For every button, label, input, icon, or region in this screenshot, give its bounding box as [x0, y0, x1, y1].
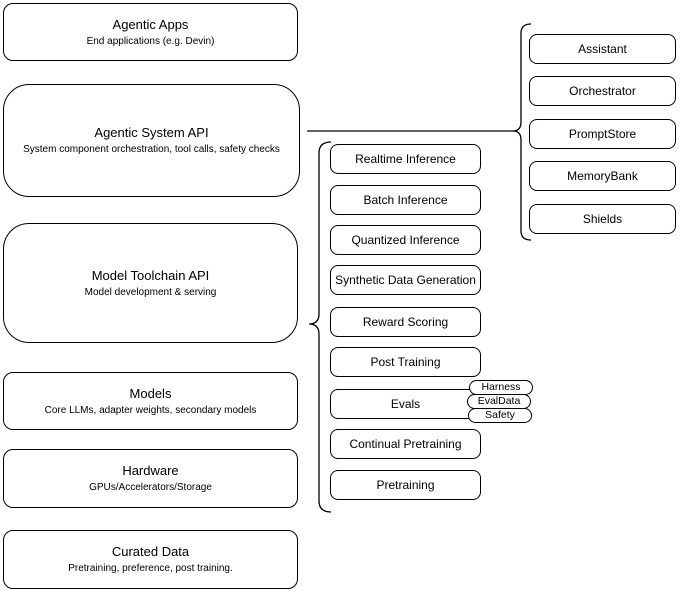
node-models: Models Core LLMs, adapter weights, secon…: [3, 372, 298, 430]
node-label: Evals: [390, 397, 421, 411]
node-title: Curated Data: [111, 544, 190, 559]
tag-harness: Harness: [469, 380, 533, 395]
node-realtime-inference: Realtime Inference: [330, 144, 481, 174]
node-quantized-inference: Quantized Inference: [330, 225, 481, 255]
node-subtitle: Pretraining, preference, post training.: [68, 563, 233, 574]
node-subtitle: Model development & serving: [84, 286, 217, 298]
node-agentic-apps: Agentic Apps End applications (e.g. Devi…: [3, 3, 298, 61]
tag-label: Harness: [481, 381, 521, 393]
node-shields: Shields: [529, 204, 676, 234]
node-post-training: Post Training: [330, 347, 481, 377]
node-pretraining: Pretraining: [330, 470, 481, 500]
node-label: Batch Inference: [363, 193, 448, 207]
node-label: Continual Pretraining: [349, 437, 462, 451]
tag-label: Safety: [485, 409, 515, 421]
node-label: Reward Scoring: [362, 315, 449, 329]
node-assistant: Assistant: [529, 34, 676, 64]
tag-evaldata: EvalData: [467, 394, 531, 409]
node-label: Orchestrator: [569, 84, 636, 98]
node-subtitle: System component orchestration, tool cal…: [23, 144, 280, 155]
node-batch-inference: Batch Inference: [330, 185, 481, 215]
node-orchestrator: Orchestrator: [529, 76, 676, 106]
node-title: Agentic System API: [94, 125, 209, 140]
node-subtitle: Core LLMs, adapter weights, secondary mo…: [44, 404, 257, 416]
node-label: Synthetic Data Generation: [335, 273, 476, 287]
node-hardware: Hardware GPUs/Accelerators/Storage: [3, 449, 298, 508]
node-label: Realtime Inference: [355, 152, 456, 166]
toolchain-components-brace: [308, 141, 332, 513]
node-promptstore: PromptStore: [529, 119, 676, 149]
node-evals: Evals: [330, 389, 481, 419]
node-label: Post Training: [370, 355, 441, 369]
node-memorybank: MemoryBank: [529, 161, 676, 191]
node-synthetic-data-generation: Synthetic Data Generation: [330, 265, 481, 295]
node-label: MemoryBank: [567, 169, 638, 183]
tag-label: EvalData: [477, 395, 521, 407]
node-title: Agentic Apps: [112, 16, 189, 32]
node-label: Assistant: [578, 42, 627, 56]
node-subtitle: GPUs/Accelerators/Storage: [89, 482, 212, 493]
node-curated-data: Curated Data Pretraining, preference, po…: [3, 530, 298, 589]
node-subtitle: End applications (e.g. Devin): [86, 35, 215, 47]
node-label: Pretraining: [376, 478, 435, 492]
node-label: PromptStore: [568, 127, 637, 141]
node-title: Models: [129, 385, 172, 401]
node-label: Shields: [582, 212, 623, 226]
node-label: Quantized Inference: [351, 233, 460, 247]
tag-safety: Safety: [468, 408, 532, 423]
node-reward-scoring: Reward Scoring: [330, 307, 481, 337]
node-agentic-system-api: Agentic System API System component orch…: [3, 84, 300, 197]
node-title: Hardware: [122, 463, 179, 478]
node-continual-pretraining: Continual Pretraining: [330, 429, 481, 459]
node-model-toolchain-api: Model Toolchain API Model development & …: [3, 223, 298, 343]
node-title: Model Toolchain API: [91, 267, 210, 283]
